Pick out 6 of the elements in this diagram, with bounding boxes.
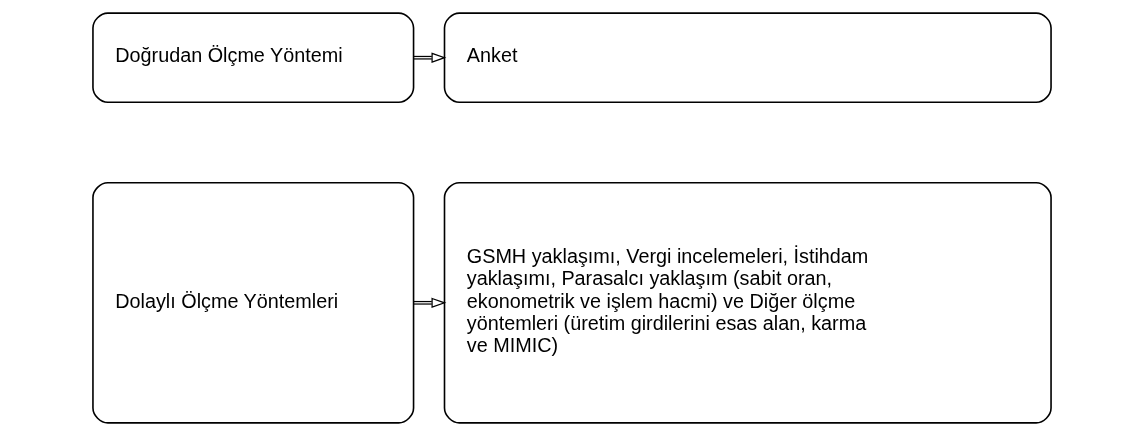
arrow [412,297,447,308]
node-box: Dolaylı Ölçme Yöntemleri [92,181,415,424]
node-box: Anket [443,12,1052,104]
arrow [412,52,447,63]
node-box: Doğrudan Ölçme Yöntemi [92,12,415,104]
node-box: GSMH yaklaşımı, Vergi incelemeleri, İstihdam yaklaşımı, Parasalcı yaklaşım (sabit oran, ekonometrik ve işlem hacmi) ve Diğer ölçme yöntemleri (üretim girdilerini esas alan, karma ve MIMIC) [443,181,1052,424]
